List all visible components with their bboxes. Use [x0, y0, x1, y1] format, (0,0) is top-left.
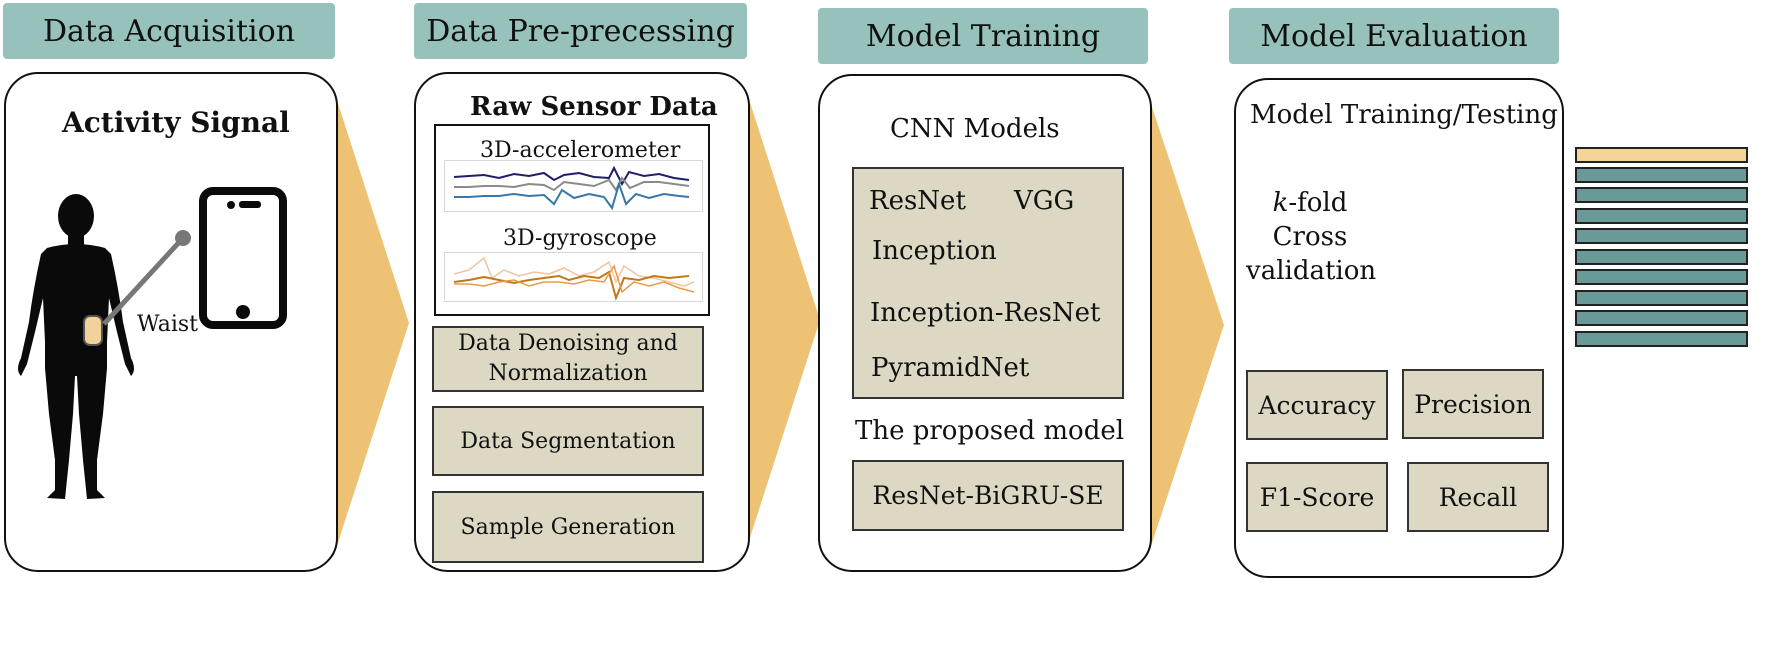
cnn-models-title: CNN Models — [890, 114, 1060, 144]
activity-signal-title: Activity Signal — [62, 106, 290, 139]
header-model-training: Model Training — [818, 8, 1148, 64]
step-denoising-normalization: Data Denoising and Normalization — [432, 326, 704, 392]
fold-train-bar-4 — [1575, 228, 1748, 244]
metric-precision: Precision — [1402, 369, 1544, 439]
gyroscope-label: 3D-gyroscope — [503, 226, 657, 251]
model-resnet: ResNet — [869, 186, 966, 216]
accelerometer-signal-plot — [444, 160, 703, 212]
fold-train-bar-8 — [1575, 310, 1748, 326]
model-inception: Inception — [872, 236, 997, 266]
fold-train-bar-9 — [1575, 331, 1748, 347]
metric-recall: Recall — [1407, 462, 1549, 532]
gyroscope-signal-plot — [444, 252, 703, 302]
accelerometer-label: 3D-accelerometer — [480, 138, 681, 163]
kfold-k: k — [1272, 188, 1289, 218]
fold-train-bar-7 — [1575, 290, 1748, 306]
step-sample-generation: Sample Generation — [432, 491, 704, 563]
cnn-models-box — [852, 167, 1124, 399]
header-model-evaluation: Model Evaluation — [1229, 8, 1559, 64]
fold-train-bar-6 — [1575, 269, 1748, 285]
metric-f1-score: F1-Score — [1246, 462, 1388, 532]
metric-accuracy: Accuracy — [1246, 370, 1388, 440]
flow-arrow-3 — [1148, 95, 1224, 555]
model-training-testing-title: Model Training/Testing — [1250, 100, 1558, 130]
fold-train-bar-5 — [1575, 249, 1748, 265]
flow-arrow-2 — [746, 90, 820, 550]
sensor-connector-line — [102, 230, 191, 326]
header-data-preprocessing: Data Pre-precessing — [414, 3, 747, 59]
proposed-model-box: ResNet-BiGRU-SE — [852, 460, 1124, 531]
model-pyramidnet: PyramidNet — [871, 353, 1030, 383]
model-vgg: VGG — [1014, 186, 1075, 216]
kfold-cross-validation-label: k-fold Cross validation — [1246, 186, 1377, 288]
fold-train-bar-2 — [1575, 187, 1748, 203]
kfold-line3: validation — [1246, 256, 1377, 286]
flow-arrow-1 — [333, 88, 409, 558]
kfold-line2: Cross — [1272, 222, 1348, 252]
fold-train-bar-3 — [1575, 208, 1748, 224]
model-inception-resnet: Inception-ResNet — [870, 298, 1101, 328]
kfold-suffix: -fold — [1288, 188, 1348, 218]
fold-test-bar — [1575, 147, 1748, 163]
header-data-acquisition: Data Acquisition — [3, 3, 335, 59]
waist-sensor-icon — [83, 315, 103, 346]
fold-train-bar-1 — [1575, 167, 1748, 183]
step-data-segmentation: Data Segmentation — [432, 406, 704, 476]
human-figure-icon — [18, 194, 134, 499]
smartphone-icon — [199, 187, 287, 329]
proposed-model-title: The proposed model — [855, 416, 1125, 446]
waist-label: Waist — [137, 312, 198, 337]
raw-sensor-data-title: Raw Sensor Data — [470, 92, 718, 122]
